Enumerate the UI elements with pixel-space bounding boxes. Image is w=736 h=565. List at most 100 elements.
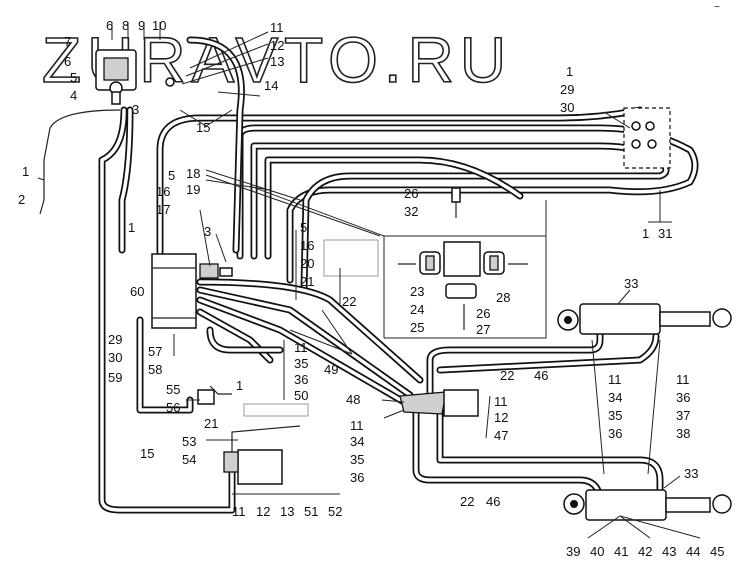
label-1-mid: 1	[128, 220, 135, 235]
label-26-bottom: 26	[476, 306, 490, 321]
label-35-mid: 35	[294, 356, 308, 371]
label-1-filter: 1	[236, 378, 243, 393]
label-24: 24	[410, 302, 424, 317]
label-26-top: 26	[404, 186, 418, 201]
label-28: 28	[496, 290, 510, 305]
label-8: 8	[122, 18, 129, 33]
label-1-right: 1	[566, 64, 573, 79]
label-2: 2	[18, 192, 25, 207]
label-36-col: 36	[608, 426, 622, 441]
label-6-a: 6	[64, 54, 71, 69]
label-21-right: 21	[300, 274, 314, 289]
thin-lines	[39, 109, 301, 452]
label-30-right: 30	[560, 100, 574, 115]
right-valve-block	[623, 107, 671, 169]
label-49: 49	[324, 362, 338, 377]
label-18: 18	[186, 166, 200, 181]
corner-mark: ~	[714, 2, 720, 13]
label-33-bottom: 33	[684, 466, 698, 481]
label-59: 59	[108, 370, 122, 385]
label-3-mid: 3	[204, 224, 211, 239]
label-48: 48	[346, 392, 360, 407]
label-30-left: 30	[108, 350, 122, 365]
label-6-b: 6	[106, 18, 113, 33]
label-11-bottom: 11	[232, 504, 246, 519]
label-11-left-group: 11	[350, 418, 364, 433]
label-56: 56	[166, 400, 180, 415]
hose-lines	[98, 36, 699, 514]
label-53: 53	[182, 434, 196, 449]
label-17: 17	[156, 202, 170, 217]
label-15-bottom: 15	[140, 446, 154, 461]
main-control-block	[151, 253, 233, 329]
label-4: 4	[70, 88, 77, 103]
label-40: 40	[590, 544, 604, 559]
label-23: 23	[410, 284, 424, 299]
callout-labels: 1 2 1 3 4 5 6 7 6 8 9 10 11 12 13 14 15 …	[18, 18, 724, 559]
label-19: 19	[186, 182, 200, 197]
lower-pump	[223, 449, 283, 485]
label-37: 37	[676, 408, 690, 423]
label-1-left: 1	[22, 164, 29, 179]
label-35-left-group: 35	[350, 452, 364, 467]
label-35-col: 35	[608, 408, 622, 423]
label-5-top: 5	[70, 70, 77, 85]
label-10: 10	[152, 18, 166, 33]
label-52: 52	[328, 504, 342, 519]
label-55: 55	[166, 382, 180, 397]
detail-view	[249, 185, 547, 339]
label-50: 50	[294, 388, 308, 403]
label-57: 57	[148, 344, 162, 359]
label-22-lower: 22	[460, 494, 474, 509]
label-45: 45	[710, 544, 724, 559]
label-11-top: 11	[270, 20, 284, 35]
label-20: 20	[300, 256, 314, 271]
label-12-top: 12	[270, 38, 284, 53]
label-36-left-group: 36	[350, 470, 364, 485]
label-36-right-group: 36	[676, 390, 690, 405]
label-5-right: 5	[300, 220, 307, 235]
label-38: 38	[676, 426, 690, 441]
label-22-upper: 22	[500, 368, 514, 383]
label-13-bottom: 13	[280, 504, 294, 519]
label-12-manifold: 12	[494, 410, 508, 425]
label-11-manifold: 11	[494, 394, 508, 409]
label-9: 9	[138, 18, 145, 33]
small-filter	[197, 389, 215, 405]
label-16-right: 16	[300, 238, 314, 253]
label-27: 27	[476, 322, 490, 337]
label-34-left-group: 34	[350, 434, 364, 449]
label-46-upper: 46	[534, 368, 548, 383]
label-11-right-group: 11	[676, 372, 690, 387]
label-25: 25	[410, 320, 424, 335]
label-3-top: 3	[132, 102, 139, 117]
upper-cylinder	[557, 303, 732, 335]
label-39: 39	[566, 544, 580, 559]
label-51: 51	[304, 504, 318, 519]
label-14: 14	[264, 78, 278, 93]
label-46-lower: 46	[486, 494, 500, 509]
label-41: 41	[614, 544, 628, 559]
leader-lines	[37, 22, 701, 539]
bracket-outline	[323, 239, 379, 277]
label-1-bottom-right: 1	[642, 226, 649, 241]
label-12-bottom: 12	[256, 504, 270, 519]
label-13-top: 13	[270, 54, 284, 69]
label-43: 43	[662, 544, 676, 559]
label-29-left: 29	[108, 332, 122, 347]
label-32: 32	[404, 204, 418, 219]
label-44: 44	[686, 544, 700, 559]
label-31: 31	[658, 226, 672, 241]
label-42: 42	[638, 544, 652, 559]
top-left-valve	[95, 49, 175, 105]
label-16-left: 16	[156, 184, 170, 199]
label-11-mid: 11	[294, 340, 308, 355]
lower-cylinder	[563, 489, 732, 521]
center-manifold	[399, 389, 479, 417]
clamp-outline	[243, 403, 309, 417]
label-21-left: 21	[204, 416, 218, 431]
label-15-top: 15	[196, 120, 210, 135]
label-54: 54	[182, 452, 196, 467]
